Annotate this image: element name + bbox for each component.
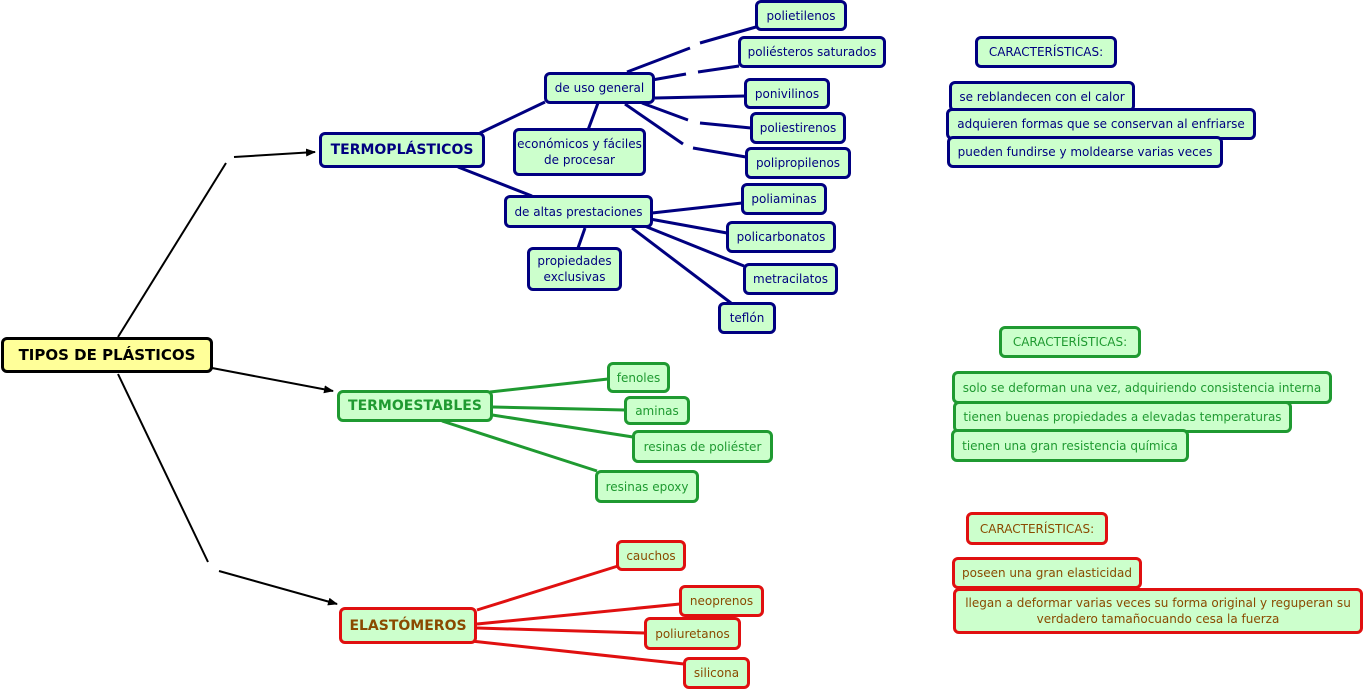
uso-general-desc-node[interactable]: económicos y fáciles de procesar (513, 128, 646, 176)
item-policarbonatos[interactable]: policarbonatos (726, 221, 836, 253)
item-silicona[interactable]: silicona (683, 657, 750, 689)
item-resinas-de-poliester[interactable]: resinas de poliéster (632, 430, 773, 463)
item-aminas[interactable]: aminas (624, 396, 690, 425)
termoplasticos-caracteristica-1[interactable]: se reblandecen con el calor (949, 81, 1135, 112)
termoplasticos-node[interactable]: TERMOPLÁSTICOS (319, 132, 485, 168)
termoestables-node[interactable]: TERMOESTABLES (337, 390, 493, 422)
termoestables-connectors (441, 377, 634, 473)
item-poliesteros-saturados[interactable]: poliésteros saturados (738, 36, 886, 68)
termoestables-caracteristica-1[interactable]: solo se deforman una vez, adquiriendo co… (952, 371, 1332, 404)
altas-prestaciones-desc-node[interactable]: propiedades exclusivas (527, 247, 622, 291)
termoplasticos-caracteristicas-label[interactable]: CARACTERÍSTICAS: (975, 36, 1117, 68)
elastomeros-caracteristica-1[interactable]: poseen una gran elasticidad (952, 557, 1142, 589)
item-poliuretanos[interactable]: poliuretanos (644, 617, 741, 650)
termoplasticos-connectors (457, 25, 757, 305)
item-teflon[interactable]: teflón (718, 302, 776, 334)
elastomeros-node[interactable]: ELASTÓMEROS (339, 607, 477, 644)
elastomeros-caracteristicas-label[interactable]: CARACTERÍSTICAS: (966, 512, 1108, 545)
uso-general-node[interactable]: de uso general (544, 72, 655, 104)
item-resinas-epoxy[interactable]: resinas epoxy (595, 470, 699, 503)
item-neoprenos[interactable]: neoprenos (679, 585, 764, 617)
altas-prestaciones-node[interactable]: de altas prestaciones (504, 195, 653, 228)
item-metracilatos[interactable]: metracilatos (743, 263, 838, 295)
elastomeros-caracteristica-2[interactable]: llegan a deformar varias veces su forma … (953, 588, 1363, 634)
item-poliaminas[interactable]: poliaminas (741, 183, 827, 215)
termoplasticos-caracteristica-2[interactable]: adquieren formas que se conservan al enf… (946, 108, 1256, 140)
item-poliestirenos[interactable]: poliestirenos (750, 112, 846, 144)
root-node[interactable]: TIPOS DE PLÁSTICOS (1, 337, 213, 373)
item-polietilenos[interactable]: polietilenos (755, 0, 847, 31)
root-connectors (117, 148, 338, 606)
item-fenoles[interactable]: fenoles (607, 362, 670, 393)
termoestables-caracteristica-3[interactable]: tienen una gran resistencia química (951, 429, 1189, 462)
item-polipropilenos[interactable]: polipropilenos (745, 147, 851, 179)
item-cauchos[interactable]: cauchos (616, 540, 686, 571)
item-ponivilinos[interactable]: ponivilinos (744, 78, 830, 109)
termoestables-caracteristicas-label[interactable]: CARACTERÍSTICAS: (999, 326, 1141, 358)
termoplasticos-caracteristica-3[interactable]: pueden fundirse y moldearse varias veces (947, 136, 1223, 168)
elastomeros-connectors (461, 564, 685, 666)
